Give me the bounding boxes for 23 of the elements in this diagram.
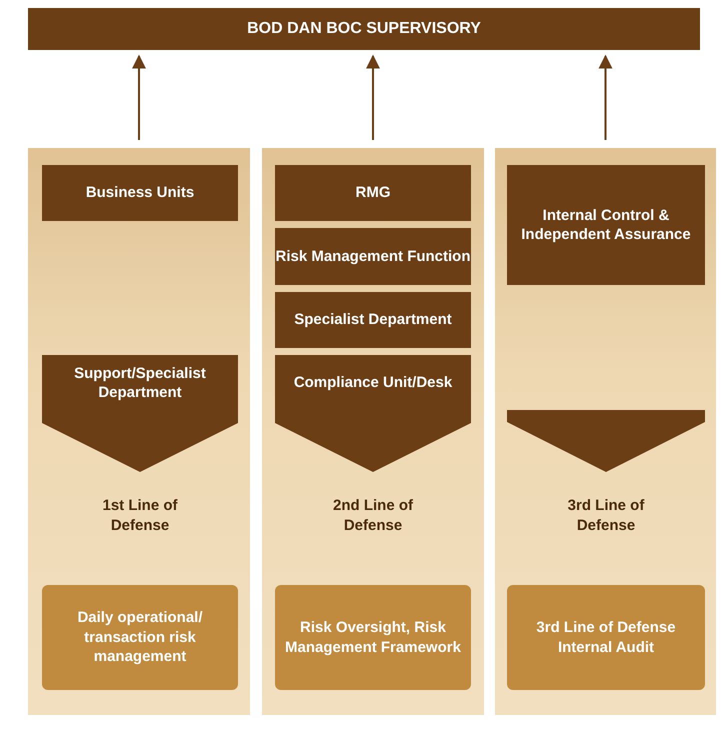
process-box: Compliance Unit/Desk [275, 355, 471, 411]
chevron-arrow [42, 411, 238, 472]
column-panel [262, 148, 484, 715]
process-box: Business Units [42, 165, 238, 221]
column-panel [495, 148, 716, 715]
process-box: RMG [275, 165, 471, 221]
arrow [598, 54, 612, 140]
arrow [366, 54, 380, 140]
column-panel [28, 148, 250, 715]
chevron-arrow [507, 410, 705, 472]
process-box: Specialist Department [275, 292, 471, 348]
line-label: 2nd Line of Defense [275, 472, 471, 562]
title-bar: BOD DAN BOC SUPERVISORY [28, 8, 700, 50]
process-box: Risk Management Function [275, 228, 471, 285]
process-box: Support/Specialist Department [42, 355, 238, 411]
summary-box: Daily operational/ transaction risk management [42, 585, 238, 690]
summary-box: 3rd Line of Defense Internal Audit [507, 585, 705, 690]
arrow [132, 54, 146, 140]
summary-box: Risk Oversight, Risk Management Framework [275, 585, 471, 690]
chevron-arrow [275, 411, 471, 472]
line-label: 1st Line of Defense [42, 472, 238, 562]
process-box: Internal Control & Independent Assurance [507, 165, 705, 285]
line-label: 3rd Line of Defense [507, 472, 705, 562]
